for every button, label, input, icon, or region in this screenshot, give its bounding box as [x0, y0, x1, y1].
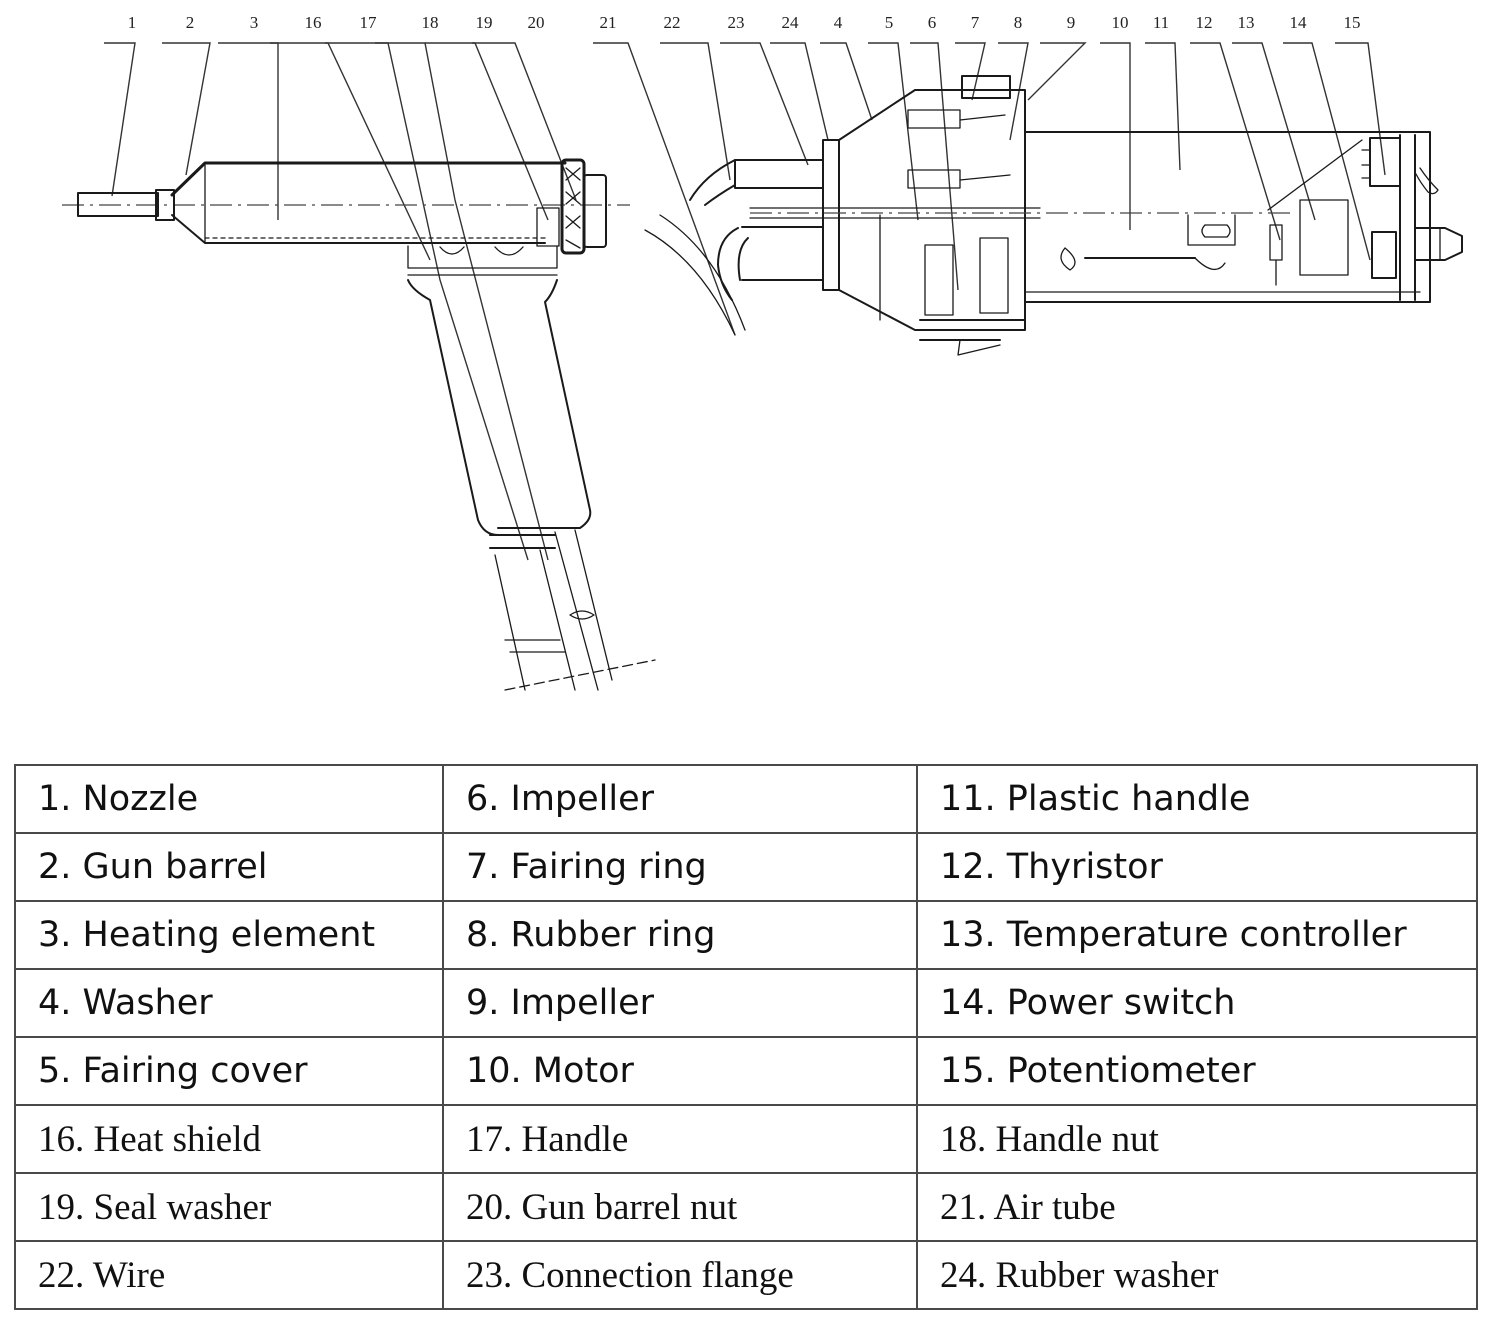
callout-10: 10: [1112, 13, 1129, 32]
motor-body-assembly: [644, 75, 1463, 356]
plastic-handle: [1024, 131, 1431, 303]
legend-item-13: 13. Temperature controller: [916, 900, 1478, 970]
legend-row: 1. Nozzle 6. Impeller 11. Plastic handle: [14, 764, 1478, 834]
callout-3: 3: [250, 13, 259, 32]
leader-lines-left: [104, 42, 577, 561]
handle-back: [497, 279, 592, 529]
callout-16: 16: [305, 13, 322, 32]
legend-item-3: 3. Heating element: [14, 900, 444, 970]
legend-item-24: 24. Rubber washer: [916, 1240, 1478, 1310]
legend-row: 5. Fairing cover 10. Motor 15. Potentiom…: [14, 1036, 1478, 1106]
handle-front: [407, 279, 499, 536]
legend-row: 2. Gun barrel 7. Fairing ring 12. Thyris…: [14, 832, 1478, 902]
callout-24: 24: [782, 13, 800, 32]
impeller-9: [979, 237, 1009, 314]
legend-item-11: 11. Plastic handle: [916, 764, 1478, 834]
legend-item-12: 12. Thyristor: [916, 832, 1478, 902]
legend-row: 22. Wire 23. Connection flange 24. Rubbe…: [14, 1240, 1478, 1310]
callout-23: 23: [728, 13, 745, 32]
callout-4: 4: [834, 13, 843, 32]
callout-18: 18: [422, 13, 439, 32]
temperature-controller: [1299, 199, 1349, 276]
thyristor: [1269, 224, 1283, 261]
legend-item-15: 15. Potentiometer: [916, 1036, 1478, 1106]
callout-9: 9: [1067, 13, 1076, 32]
legend-item-23: 23. Connection flange: [442, 1240, 918, 1310]
legend-item-18: 18. Handle nut: [916, 1104, 1478, 1174]
fairing-ring: [961, 75, 1011, 99]
legend-item-9: 9. Impeller: [442, 968, 918, 1038]
potentiometer: [1369, 137, 1401, 187]
parts-legend-table: 1. Nozzle 6. Impeller 11. Plastic handle…: [14, 764, 1478, 1310]
legend-row: 3. Heating element 8. Rubber ring 13. Te…: [14, 900, 1478, 970]
legend-item-22: 22. Wire: [14, 1240, 444, 1310]
callout-7: 7: [971, 13, 980, 32]
callout-11: 11: [1153, 13, 1169, 32]
legend-item-8: 8. Rubber ring: [442, 900, 918, 970]
callout-14: 14: [1290, 13, 1308, 32]
callout-6: 6: [928, 13, 937, 32]
callout-5: 5: [885, 13, 894, 32]
barrel-top: [170, 161, 567, 197]
legend-item-14: 14. Power switch: [916, 968, 1478, 1038]
callout-13: 13: [1238, 13, 1255, 32]
fairing-cover: [838, 89, 1026, 331]
callout-2: 2: [186, 13, 195, 32]
callout-1: 1: [128, 13, 137, 32]
legend-row: 4. Washer 9. Impeller 14. Power switch: [14, 968, 1478, 1038]
legend-item-20: 20. Gun barrel nut: [442, 1172, 918, 1242]
callout-20: 20: [528, 13, 545, 32]
legend-item-6: 6. Impeller: [442, 764, 918, 834]
leader-lines-right: [593, 42, 1386, 336]
callout-21: 21: [600, 13, 617, 32]
legend-item-7: 7. Fairing ring: [442, 832, 918, 902]
legend-item-21: 21. Air tube: [916, 1172, 1478, 1242]
callout-15: 15: [1344, 13, 1361, 32]
gun-barrel-assembly: [62, 158, 656, 691]
legend-item-4: 4. Washer: [14, 968, 444, 1038]
legend-item-16: 16. Heat shield: [14, 1104, 444, 1174]
callout-12: 12: [1196, 13, 1213, 32]
legend-row: 16. Heat shield 17. Handle 18. Handle nu…: [14, 1104, 1478, 1174]
nozzle-part: [77, 192, 159, 217]
legend-row: 19. Seal washer 20. Gun barrel nut 21. A…: [14, 1172, 1478, 1242]
welding-gun-diagram: 1 2 3 16 17 18 19 20 21 22 23 24 4 5 6 7…: [62, 13, 1463, 691]
callout-17: 17: [360, 13, 378, 32]
seal-washer: [536, 207, 560, 247]
legend-item-5: 5. Fairing cover: [14, 1036, 444, 1106]
legend-item-19: 19. Seal washer: [14, 1172, 444, 1242]
legend-item-2: 2. Gun barrel: [14, 832, 444, 902]
barrel-bottom: [171, 214, 546, 244]
callout-labels: 1 2 3 16 17 18 19 20 21 22 23 24 4 5 6 7…: [128, 13, 1361, 32]
legend-item-17: 17. Handle: [442, 1104, 918, 1174]
legend-item-10: 10. Motor: [442, 1036, 918, 1106]
callout-22: 22: [664, 13, 681, 32]
callout-19: 19: [476, 13, 493, 32]
nozzle-collar: [155, 189, 175, 221]
power-switch: [1371, 231, 1397, 279]
callout-8: 8: [1014, 13, 1023, 32]
legend-item-1: 1. Nozzle: [14, 764, 444, 834]
connection-flange: [822, 139, 840, 291]
impeller-6: [924, 244, 954, 316]
